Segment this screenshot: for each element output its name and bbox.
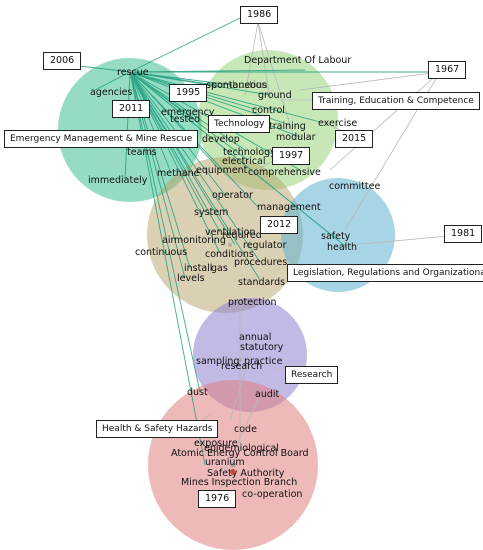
term-equipment: equipment: [196, 165, 248, 176]
year-label-2006: 2006: [43, 52, 82, 70]
term-safety-authority: Safety Authority: [207, 468, 285, 479]
term-comprehensive: comprehensive: [248, 167, 321, 178]
term-install: install: [184, 263, 212, 274]
term-operator: operator: [212, 190, 253, 201]
term-exposure: exposure: [194, 438, 238, 449]
node-dots: [128, 70, 347, 468]
year-label-2011: 2011: [112, 100, 151, 118]
term-training: training: [269, 121, 306, 132]
term-procedures: procedures: [234, 257, 287, 268]
term-committee: committee: [329, 181, 380, 192]
term-audit: audit: [255, 389, 280, 400]
term-standards: standards: [238, 277, 285, 288]
red-marker: [230, 469, 236, 475]
cluster-label-legislation: Legislation, Regulations and Organizatio…: [287, 264, 483, 282]
term-code: code: [234, 424, 257, 435]
term-methane: methane: [157, 168, 200, 179]
year-label-1997: 1997: [272, 147, 311, 165]
cluster-label-emergency: Emergency Management & Mine Rescue: [4, 130, 199, 148]
term-continuous: continuous: [135, 247, 187, 258]
term-modular: modular: [276, 132, 316, 143]
year-label-2015: 2015: [335, 130, 374, 148]
term-annual: annual: [239, 332, 271, 343]
term-epidemiological: epidemiological: [204, 443, 279, 454]
year-label-1986: 1986: [240, 6, 279, 24]
cluster-label-technology: Technology: [208, 115, 271, 133]
rescue-edges: [44, 17, 430, 466]
term-exercise: exercise: [318, 118, 357, 129]
year-label-1995: 1995: [169, 84, 208, 102]
year-label-1976: 1976: [198, 490, 237, 508]
term-department-of-labour: Department Of Labour: [244, 55, 351, 66]
term-air: air: [162, 235, 174, 246]
term-safety: safety: [321, 231, 351, 242]
term-system: system: [194, 207, 228, 218]
cluster-label-research: Research: [285, 366, 339, 384]
term-teams: teams: [127, 147, 157, 158]
term-develop: develop: [202, 134, 240, 145]
cluster-bubble-legislation: [281, 178, 395, 292]
term-agencies: agencies: [90, 87, 132, 98]
term-conditions: conditions: [205, 249, 254, 260]
term-required: required: [222, 230, 262, 241]
term-research: research: [221, 361, 262, 372]
term-mines-inspection-branch: Mines Inspection Branch: [181, 477, 297, 488]
term-atomic-energy-control-board: Atomic Energy Control Board: [171, 448, 309, 459]
term-electrical: electrical: [222, 156, 266, 167]
cluster-bubble-technology-core: [147, 157, 303, 313]
term-rescue: rescue: [117, 67, 149, 78]
term-spontaneous: spontaneous: [206, 80, 267, 91]
term-combustion: combustion: [212, 80, 268, 91]
term-immediately: immediately: [88, 175, 148, 186]
term-health: health: [327, 242, 357, 253]
term-regulator: regulator: [243, 240, 287, 251]
term-uranium: uranium: [205, 457, 245, 468]
cluster-label-training: Training, Education & Competence: [312, 92, 480, 110]
term-gas: gas: [211, 263, 228, 274]
term-monitoring: monitoring: [174, 235, 226, 246]
term-management: management: [257, 202, 321, 213]
term-technology: technology: [223, 147, 276, 158]
term-tested: tested: [170, 114, 200, 125]
term-emergency: emergency: [161, 107, 215, 118]
term-sampling: sampling: [196, 356, 239, 367]
year-label-2012: 2012: [260, 216, 299, 234]
term-ventilation: ventilation: [205, 227, 256, 238]
cluster-label-health: Health & Safety Hazards: [96, 420, 219, 438]
term-control: control: [252, 105, 285, 116]
year-label-1967: 1967: [428, 61, 467, 79]
year-label-1981: 1981: [444, 225, 483, 243]
term-dust: dust: [187, 387, 208, 398]
term-co-operation: co-operation: [242, 489, 302, 500]
term-protection: protection: [228, 297, 277, 308]
term-ground: ground: [258, 90, 292, 101]
term-practice: practice: [244, 356, 283, 367]
term-levels: levels: [177, 273, 205, 284]
term-statutory: statutory: [240, 342, 284, 353]
